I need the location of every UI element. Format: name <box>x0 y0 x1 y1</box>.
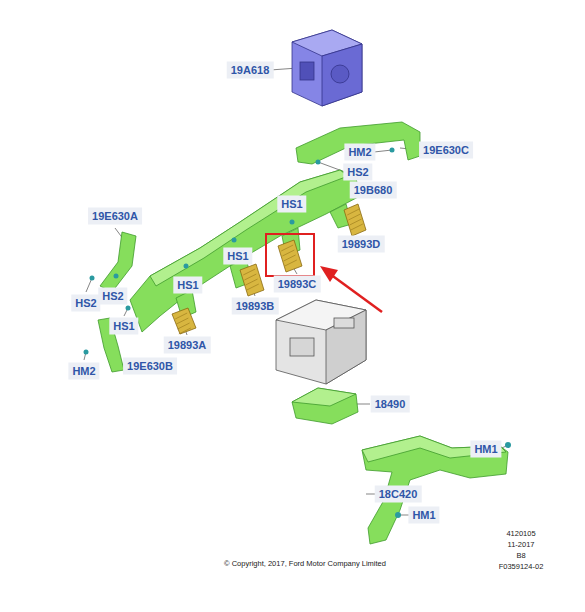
callout-number: HM1 <box>408 507 439 524</box>
leader-lines <box>84 68 508 515</box>
callout-number: HS2 <box>98 288 127 305</box>
drawing-note: B8 <box>516 551 525 560</box>
blower-housing <box>292 30 362 106</box>
highlight-arrow <box>320 266 382 312</box>
callout-number: 19B680 <box>350 182 397 199</box>
callout-number: HS2 <box>71 295 100 312</box>
drawing-note: © Copyright, 2017, Ford Motor Company Li… <box>224 559 386 568</box>
callout-number: 19E630A <box>88 208 142 225</box>
callout-number: 19893D <box>338 236 385 253</box>
air-ducts <box>98 122 508 544</box>
highlight-box <box>266 234 314 276</box>
callout-number: HM2 <box>68 363 99 380</box>
callout-number: 19E630B <box>123 358 177 375</box>
vent-fins <box>175 209 363 334</box>
callout-number: 19893C <box>274 276 321 293</box>
callout-number: HS2 <box>343 164 372 181</box>
drawing-note: F0359124-02 <box>499 562 544 571</box>
callout-number: HM2 <box>344 144 375 161</box>
drawing-note: 11-2017 <box>508 540 535 549</box>
air-vents <box>172 204 366 334</box>
callout-number: HS1 <box>109 318 138 335</box>
callout-number: HS1 <box>277 196 306 213</box>
callout-number: 19A618 <box>227 62 274 79</box>
heater-housing <box>276 300 366 384</box>
callout-number: 19893A <box>164 337 211 354</box>
callout-number: HS1 <box>223 248 252 265</box>
drawing-note: 4120105 <box>506 529 535 538</box>
callout-number: 18C420 <box>375 486 422 503</box>
callout-number: HS1 <box>173 277 202 294</box>
callout-number: HM1 <box>470 441 501 458</box>
callout-number: 19E630C <box>419 142 473 159</box>
callout-number: 18490 <box>371 396 410 413</box>
fasteners <box>84 148 512 519</box>
callout-number: 19893B <box>232 298 279 315</box>
